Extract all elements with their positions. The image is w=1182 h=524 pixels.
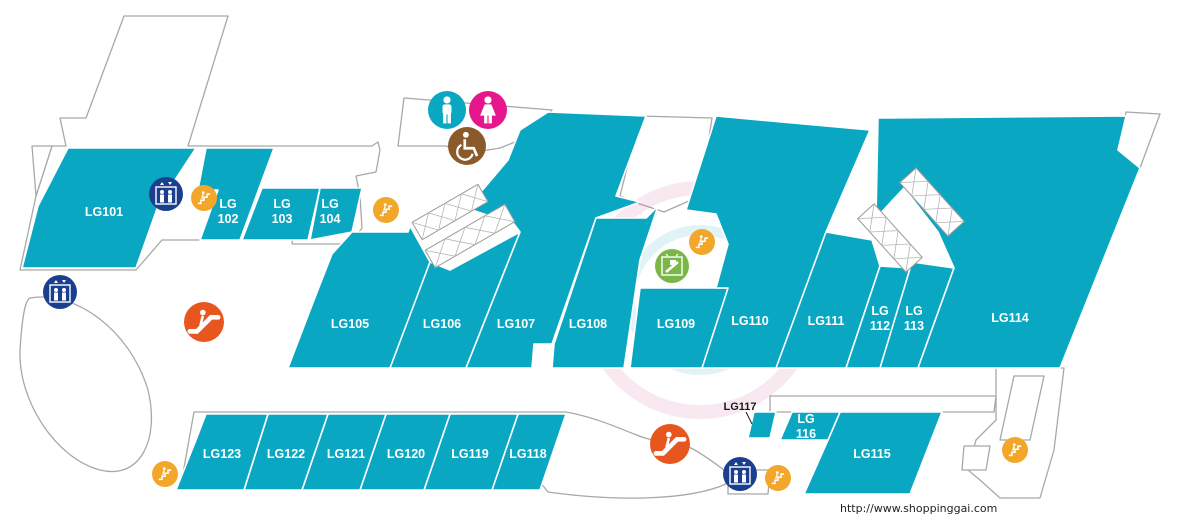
source-url[interactable]: http://www.shoppinggai.com: [840, 502, 997, 515]
accessible-restroom-icon: [448, 127, 486, 165]
escalator-void: [899, 167, 965, 237]
unit-label-lg117: LG117: [723, 401, 756, 413]
escalator-void: [424, 203, 516, 269]
unit-lg101[interactable]: [21, 147, 197, 269]
lg117-leader-line: [745, 411, 753, 425]
unit-label-lg106: LG106: [423, 317, 461, 331]
elevator-icon: [43, 275, 77, 309]
unit-lg116[interactable]: [779, 411, 841, 441]
unit-lg110[interactable]: [685, 115, 871, 369]
unit-label-lg123: LG123: [203, 447, 241, 461]
unit-label-lg122: LG122: [267, 447, 305, 461]
unit-label-lg118: LG118: [509, 447, 547, 461]
unit-lg114[interactable]: [875, 115, 1141, 369]
stairs-icon: [1002, 437, 1028, 463]
stairs-icon: [373, 197, 399, 223]
unit-lg117[interactable]: [747, 411, 777, 439]
escalator-icon: [650, 424, 690, 464]
elevator-icon: [723, 457, 757, 491]
unit-lg108[interactable]: [551, 205, 659, 369]
unit-label-lg121: LG121: [327, 447, 365, 461]
unit-label-lg115: LG115: [853, 447, 891, 461]
escalator-void: [857, 203, 923, 273]
unit-label-lg111: LG111: [808, 314, 845, 328]
unit-lg103[interactable]: [241, 187, 321, 241]
unit-label-lg101: LG101: [85, 205, 123, 219]
stairs-icon: [689, 229, 715, 255]
female-restroom-icon: [469, 91, 507, 129]
stairs-icon: [191, 185, 217, 211]
unit-label-lg114: LG114: [991, 311, 1029, 325]
stairs-icon: [765, 465, 791, 491]
stairs-icon: [152, 461, 178, 487]
unit-label-lg110: LG110: [731, 314, 769, 328]
unit-label-lg105: LG105: [331, 317, 369, 331]
freight-lift-icon: [655, 249, 689, 283]
shop-units: [21, 111, 1141, 495]
facility-icons: [43, 91, 1028, 491]
elevator-icon: [149, 177, 183, 211]
unit-label-lg108: LG108: [569, 317, 607, 331]
unit-label-lg107: LG107: [497, 317, 535, 331]
male-restroom-icon: [428, 91, 466, 129]
unit-label-lg119: LG119: [451, 447, 489, 461]
unit-label-lg109: LG109: [657, 317, 695, 331]
escalator-voids: [411, 167, 965, 273]
unit-lg123[interactable]: [175, 413, 269, 491]
escalator-void: [411, 183, 489, 241]
unit-lg107[interactable]: [465, 111, 647, 369]
unit-label-lg120: LG120: [387, 447, 425, 461]
escalator-icon: [184, 302, 224, 342]
